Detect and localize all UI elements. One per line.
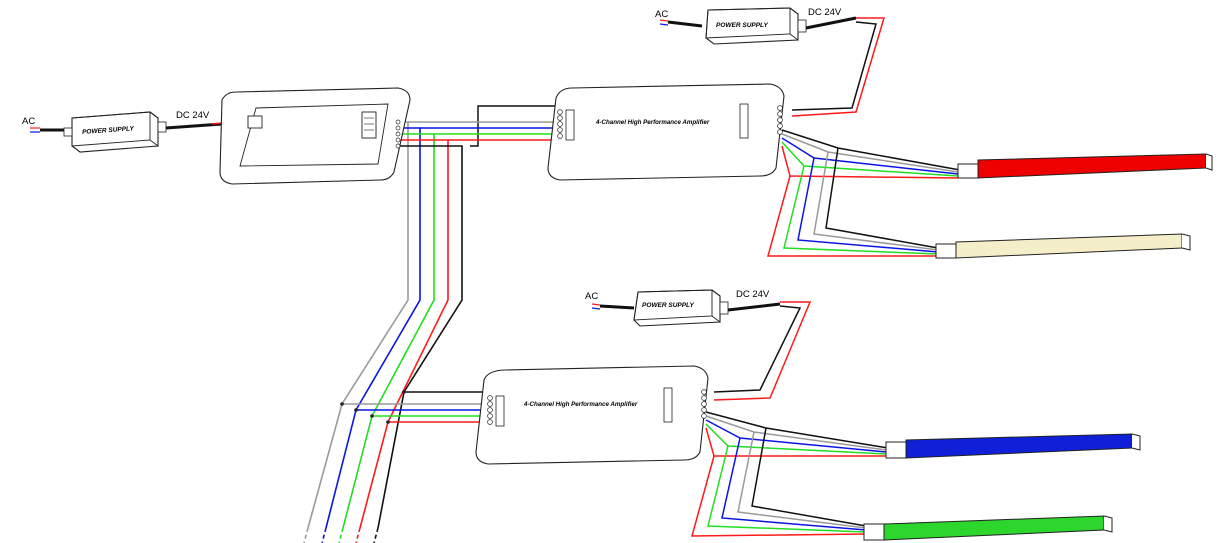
junction-dots xyxy=(340,390,406,424)
power-supply-label: POWER SUPPLY xyxy=(642,302,695,309)
amp2-output-wires xyxy=(691,411,889,537)
amp1-output-wires xyxy=(767,129,961,257)
power-supply-label: POWER SUPPLY xyxy=(82,125,135,136)
power-supply-bottom: AC POWER SUPPLY DC 24V xyxy=(585,289,812,401)
led-strip-blue xyxy=(885,433,1141,459)
ac-plug-icon xyxy=(591,303,601,310)
terminal-block-icon xyxy=(395,119,401,149)
ac-label: AC xyxy=(585,291,598,302)
dc-label: DC 24V xyxy=(808,7,842,18)
ac-label: AC xyxy=(22,116,35,127)
ac-plug-icon xyxy=(30,127,40,133)
ac-plug-icon xyxy=(659,19,669,26)
led-strip-warm xyxy=(935,233,1191,259)
amplifier-bottom: 4-Channel High Performance Amplifier xyxy=(475,365,709,465)
dc-label: DC 24V xyxy=(736,289,770,300)
power-supply-top: AC POWER SUPPLY DC 24V xyxy=(655,7,886,117)
ac-label: AC xyxy=(655,9,668,20)
power-supply-label: POWER SUPPLY xyxy=(716,22,769,29)
amplifier-top: 4-Channel High Performance Amplifier xyxy=(547,83,785,181)
amplifier-label: 4-Channel High Performance Amplifier xyxy=(523,401,638,408)
led-strip-red xyxy=(957,153,1213,179)
power-supply-left: AC POWER SUPPLY DC 24V xyxy=(22,110,223,153)
dc-label: DC 24V xyxy=(176,110,210,121)
controller-box xyxy=(219,87,411,185)
bus-wires xyxy=(303,121,463,543)
bus-to-amp2-wires xyxy=(342,391,500,423)
amplifier-label: 4-Channel High Performance Amplifier xyxy=(595,119,710,126)
led-strip-green xyxy=(863,515,1113,541)
